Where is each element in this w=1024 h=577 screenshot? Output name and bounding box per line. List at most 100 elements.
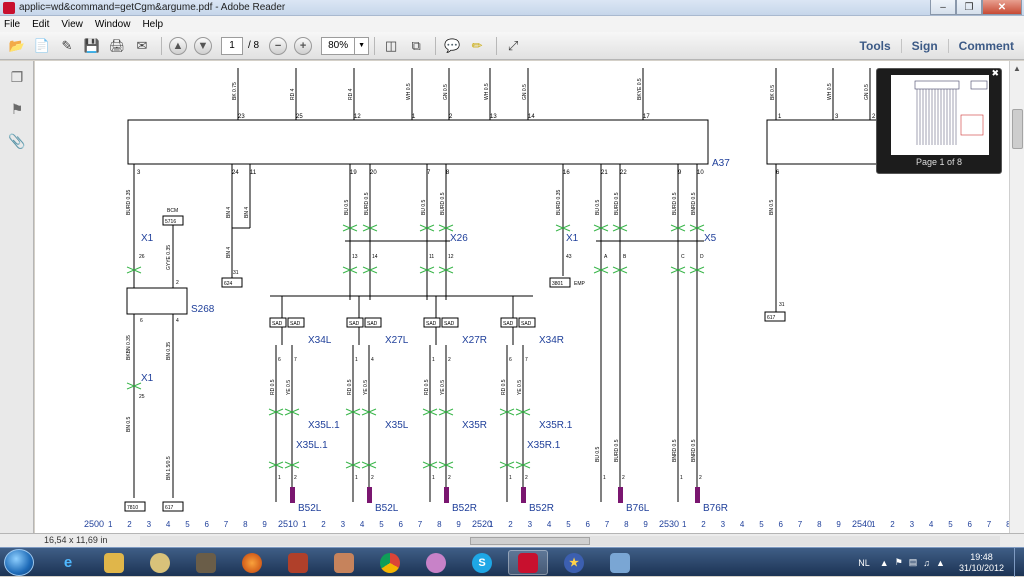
- comment-tab[interactable]: Comment: [947, 39, 1024, 53]
- menu-help[interactable]: Help: [142, 18, 164, 30]
- tools-tab[interactable]: Tools: [859, 39, 891, 53]
- taskbar-internet-explorer[interactable]: e: [48, 550, 88, 575]
- connector-label: X35L: [385, 420, 409, 431]
- page-total: / 8: [248, 40, 260, 51]
- diagram-label: 43: [566, 254, 572, 260]
- page-thumbnail[interactable]: [891, 75, 989, 155]
- menu-view[interactable]: View: [61, 18, 83, 30]
- grid-digit: 6: [586, 520, 591, 529]
- vertical-scrollbar[interactable]: ▲: [1009, 61, 1024, 533]
- status-bar: 16,54 x 11,69 in: [0, 533, 1024, 547]
- diagram-label: 23: [238, 114, 245, 120]
- attachments-icon[interactable]: 📎: [8, 132, 26, 149]
- bookmarks-icon[interactable]: ⚑: [10, 100, 24, 117]
- diagram-label: BKBN 0.35: [126, 335, 132, 360]
- zoom-in-icon[interactable]: +: [294, 36, 313, 55]
- taskbar-paint[interactable]: [140, 550, 180, 575]
- clock-time: 19:48: [970, 551, 993, 562]
- diagram-label: BNRD 0.5: [691, 192, 697, 215]
- zoom-dropdown-icon[interactable]: ▼: [355, 36, 370, 55]
- diagram-label: 6: [509, 357, 512, 363]
- connector-mark: [555, 224, 571, 232]
- taskbar-app-3[interactable]: [186, 550, 226, 575]
- sad-box: [364, 317, 382, 328]
- ref-box-624: [221, 277, 243, 288]
- x1-label-2: X1: [141, 373, 154, 384]
- maximize-button[interactable]: ❐: [956, 0, 982, 15]
- menu-window[interactable]: Window: [94, 18, 131, 30]
- show-hidden-icon[interactable]: ▲: [879, 557, 889, 568]
- taskbar-explorer[interactable]: [94, 550, 134, 575]
- network-icon[interactable]: ▤: [908, 557, 918, 567]
- close-button[interactable]: ✕: [982, 0, 1022, 15]
- taskbar-app-8[interactable]: [416, 550, 456, 575]
- next-page-icon[interactable]: ▼: [194, 36, 212, 55]
- taskbar-firefox[interactable]: [232, 550, 272, 575]
- diagram-label: BURD 0.5: [614, 439, 620, 462]
- taskbar-adobe-reader[interactable]: [508, 550, 548, 575]
- language-indicator[interactable]: NL: [858, 557, 870, 568]
- grid-digit: 4: [929, 520, 934, 529]
- vertical-scroll-thumb[interactable]: [1012, 109, 1023, 149]
- taskbar-app-11[interactable]: ★: [554, 550, 594, 575]
- diagram-label: 31: [779, 302, 785, 308]
- connector-mark: [362, 224, 378, 232]
- diagram-label: 2: [525, 475, 528, 481]
- grid-digit: 6: [205, 520, 210, 529]
- chrome-icon: [380, 552, 400, 573]
- read-mode-icon[interactable]: ⤢: [507, 37, 519, 53]
- fit-page-icon[interactable]: ◫: [384, 37, 398, 53]
- clock[interactable]: 19:48 31/10/2012: [959, 552, 1004, 574]
- signal-icon[interactable]: ▲: [936, 557, 945, 568]
- sad-box: [518, 317, 536, 328]
- taskbar-skype[interactable]: S: [462, 550, 502, 575]
- pages-icon[interactable]: ❐: [10, 68, 24, 85]
- volume-icon[interactable]: ♫: [923, 557, 931, 568]
- diagram-label: 6: [776, 170, 780, 176]
- menu-edit[interactable]: Edit: [32, 18, 50, 30]
- taskbar-chrome[interactable]: [370, 550, 410, 575]
- connector-label: X27L: [385, 335, 409, 346]
- page-thumbnail-popup[interactable]: ✖ Page 1 of 8: [876, 68, 1002, 174]
- page-number-input[interactable]: 1: [221, 36, 243, 55]
- firefox-icon: [242, 552, 262, 573]
- open-icon[interactable]: 📂: [8, 37, 26, 53]
- sensor-label: B52L: [298, 503, 322, 514]
- grid-digit: 2: [321, 520, 326, 529]
- menu-file[interactable]: File: [4, 18, 21, 30]
- email-icon[interactable]: ✉: [136, 37, 148, 53]
- diagram-label: 3: [835, 114, 839, 120]
- horizontal-scrollbar[interactable]: [140, 536, 1000, 546]
- scroll-up-icon[interactable]: ▲: [1013, 63, 1021, 73]
- fit-width-icon[interactable]: ⧉: [411, 37, 421, 53]
- diagram-label: WH 0.5: [827, 83, 833, 100]
- diagram-label: 24: [232, 170, 239, 176]
- print-icon[interactable]: 🖨: [108, 37, 126, 53]
- diagram-label: SAD: [444, 321, 455, 327]
- taskbar-app-12[interactable]: [600, 550, 640, 575]
- create-pdf-icon[interactable]: 📄: [33, 37, 51, 53]
- sign-tab[interactable]: Sign: [900, 39, 948, 53]
- previous-page-icon[interactable]: ▲: [169, 36, 187, 55]
- comment-bubble-icon[interactable]: 💬: [444, 37, 461, 53]
- connector-mark: [345, 461, 361, 469]
- zoom-input[interactable]: 80%: [321, 36, 356, 55]
- connector-mark: [361, 408, 377, 416]
- edit-icon[interactable]: ✎: [61, 37, 73, 53]
- diagram-label: BCM: [167, 208, 178, 214]
- diagram-label: BNRD 0.5: [672, 439, 678, 462]
- zoom-out-icon[interactable]: −: [269, 36, 288, 55]
- thumbnail-close-icon[interactable]: ✖: [991, 68, 999, 78]
- save-icon[interactable]: 💾: [83, 37, 101, 53]
- minimize-button[interactable]: –: [930, 0, 956, 15]
- start-button[interactable]: [4, 549, 34, 576]
- sensor-block: [521, 487, 526, 503]
- horizontal-scroll-thumb[interactable]: [470, 537, 590, 545]
- taskbar-app-5[interactable]: [278, 550, 318, 575]
- show-desktop-button[interactable]: [1014, 548, 1024, 577]
- flag-icon[interactable]: ⚑: [894, 557, 903, 567]
- diagram-label: BURD 0.5: [614, 192, 620, 215]
- taskbar-app-6[interactable]: [324, 550, 364, 575]
- highlight-icon[interactable]: ✏: [471, 37, 483, 53]
